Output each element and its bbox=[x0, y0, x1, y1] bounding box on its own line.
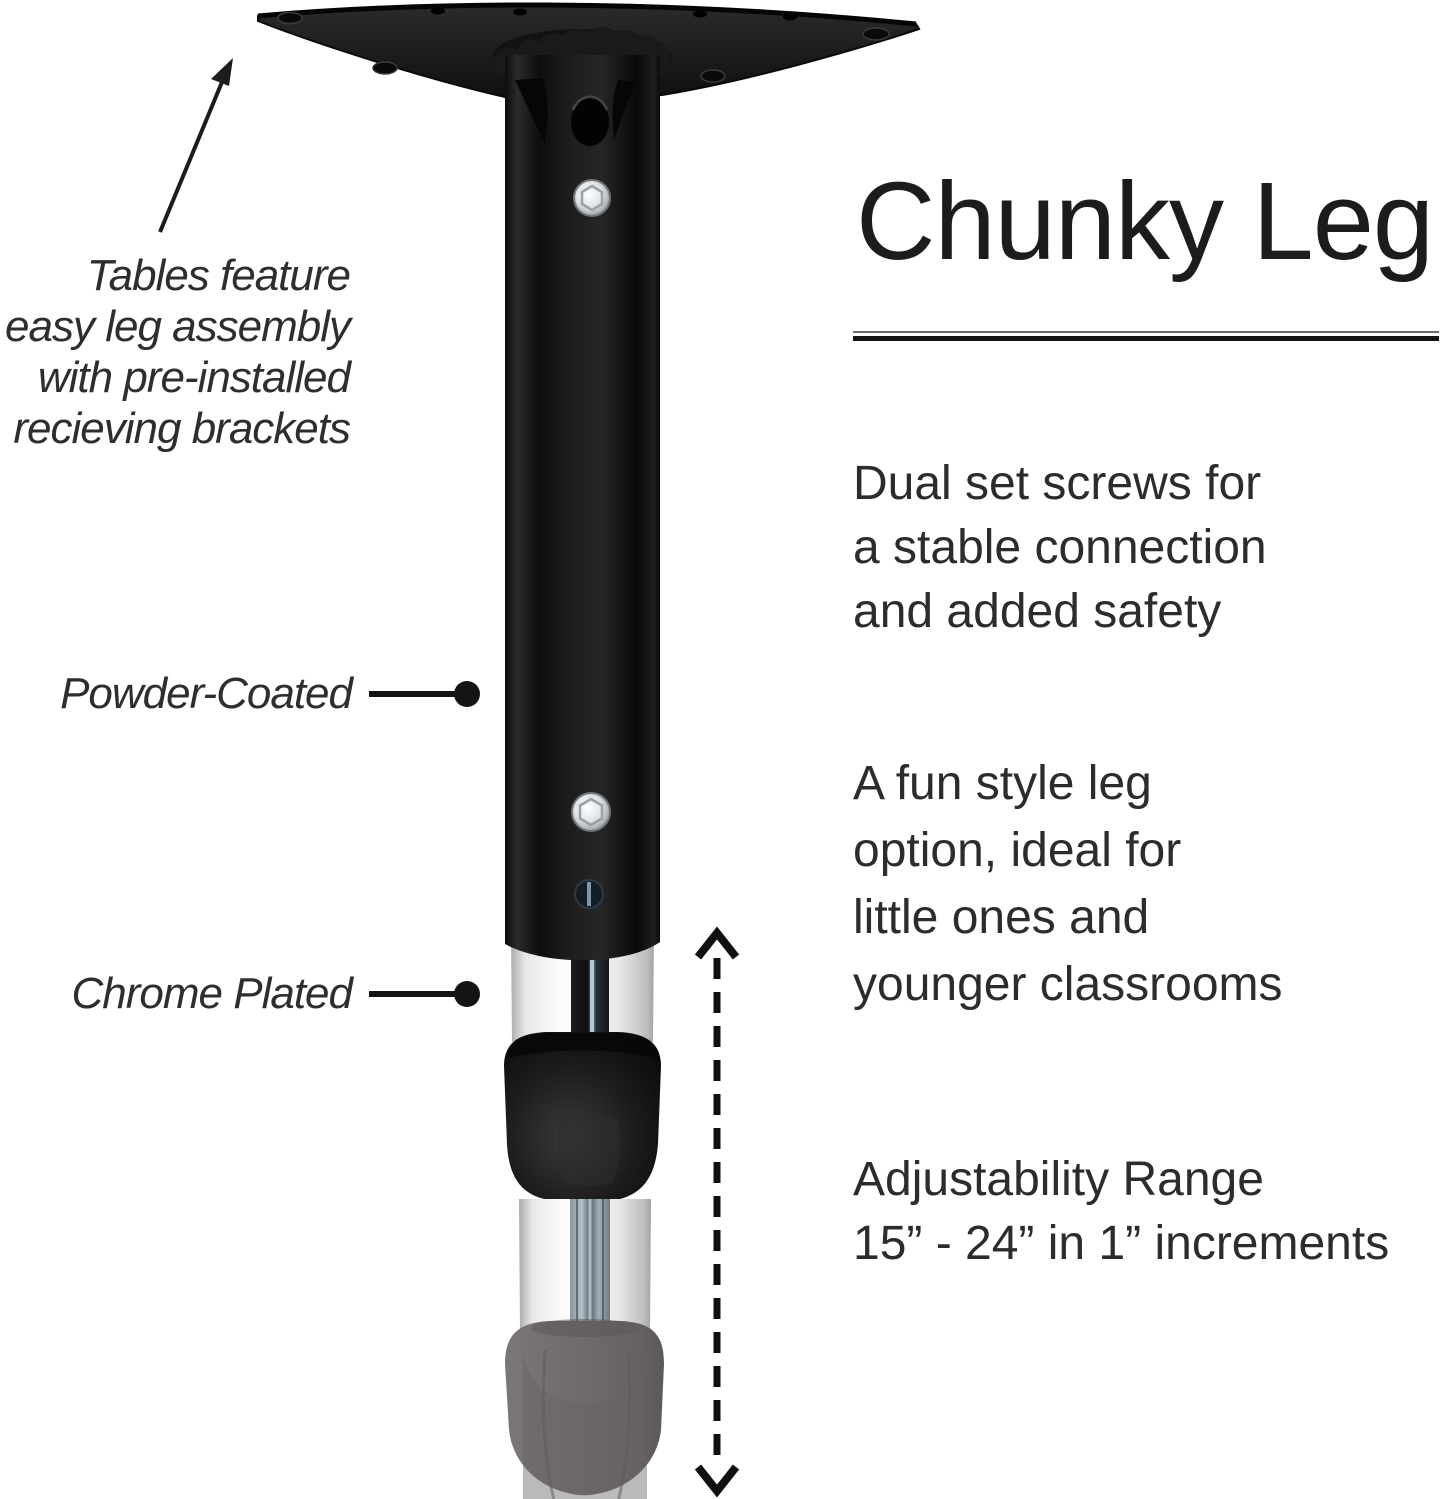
adjustability-range-arrow bbox=[694, 926, 740, 1498]
plate-hole bbox=[693, 10, 707, 18]
slotted-screw bbox=[574, 879, 604, 909]
adjustment-collar bbox=[504, 1032, 661, 1201]
chrome-plated-leader bbox=[369, 981, 480, 1007]
feature-line: a stable connection bbox=[853, 521, 1267, 574]
plate-hole bbox=[513, 8, 527, 16]
feature-line: younger classrooms bbox=[853, 958, 1283, 1011]
assembly-note-line: Tables feature bbox=[86, 251, 351, 300]
plate-hole bbox=[431, 7, 445, 15]
leader-dot bbox=[454, 981, 480, 1007]
leader-dot bbox=[454, 681, 480, 707]
chrome-plated-label: Chrome Plated bbox=[71, 969, 353, 1018]
feature-line: little ones and bbox=[853, 891, 1150, 944]
plate-screw-hole bbox=[277, 11, 303, 25]
feature-adjustability: Adjustability Range 15” - 24” in 1” incr… bbox=[853, 1148, 1445, 1276]
page-title: Chunky Leg bbox=[856, 160, 1434, 283]
feature-fun-style: A fun style leg option, ideal for little… bbox=[853, 750, 1445, 1018]
feature-line: 15” - 24” in 1” increments bbox=[853, 1217, 1390, 1270]
powder-coated-leader bbox=[369, 681, 480, 707]
feature-line: option, ideal for bbox=[853, 824, 1182, 877]
assembly-note-line: easy leg assembly bbox=[5, 302, 351, 351]
title-underline-thick bbox=[853, 336, 1439, 341]
feature-line: Adjustability Range bbox=[853, 1153, 1264, 1206]
feature-line: Dual set screws for bbox=[853, 457, 1262, 510]
set-screw-upper bbox=[573, 179, 611, 217]
set-screw-lower bbox=[571, 792, 611, 832]
title-underline-thin bbox=[853, 331, 1439, 333]
set-screw-hole bbox=[571, 98, 609, 146]
powder-coated-upper-leg bbox=[505, 55, 660, 961]
chrome-inner-leg-lower bbox=[519, 1199, 651, 1332]
plate-hole bbox=[783, 13, 797, 21]
title-underline bbox=[853, 331, 1439, 341]
feature-line: A fun style leg bbox=[853, 757, 1152, 810]
foot-cap bbox=[505, 1319, 664, 1499]
assembly-note-line: with pre-installed bbox=[37, 353, 351, 402]
plate-screw-hole bbox=[372, 61, 398, 75]
feature-line: and added safety bbox=[853, 585, 1222, 638]
assembly-arrow bbox=[158, 58, 233, 233]
plate-screw-hole bbox=[862, 27, 890, 41]
plate-screw-hole bbox=[700, 69, 726, 83]
assembly-note: Tables feature easy leg assembly with pr… bbox=[0, 250, 351, 454]
assembly-note-line: recieving brackets bbox=[13, 404, 351, 453]
feature-dual-set-screws: Dual set screws for a stable connection … bbox=[853, 452, 1445, 644]
powder-coated-label: Powder-Coated bbox=[60, 669, 353, 718]
